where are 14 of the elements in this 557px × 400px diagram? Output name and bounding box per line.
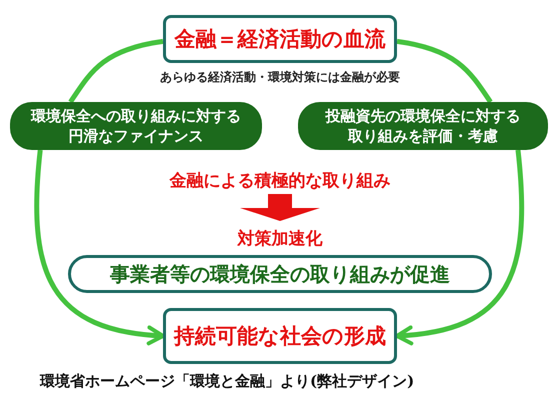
connector-arc: [396, 38, 493, 104]
text-label: 金融による積極的な取り組み: [140, 168, 420, 192]
title-box: 金融＝経済活動の血流: [163, 15, 397, 63]
block-arrow: [240, 194, 320, 221]
result-box: 持続可能な社会の形成: [163, 308, 397, 364]
connector-arc: [68, 38, 164, 104]
rounded-box: 投融資先の環境保全に対する取り組みを評価・考慮: [298, 102, 548, 150]
rounded-box: 環境保全への取り組みに対する円滑なファイナンス: [10, 102, 262, 150]
subtitle-text: あらゆる経済活動・環境対策には金融が必要: [159, 69, 401, 86]
curved-arrow: [34, 150, 165, 345]
rounded-box: 事業者等の環境保全の取り組みが促進: [68, 255, 492, 293]
caption: 環境省ホームページ「環境と金融」より(弊社デザイン): [40, 372, 414, 391]
curved-arrow: [395, 150, 524, 345]
text-label: 対策加速化: [200, 226, 360, 250]
